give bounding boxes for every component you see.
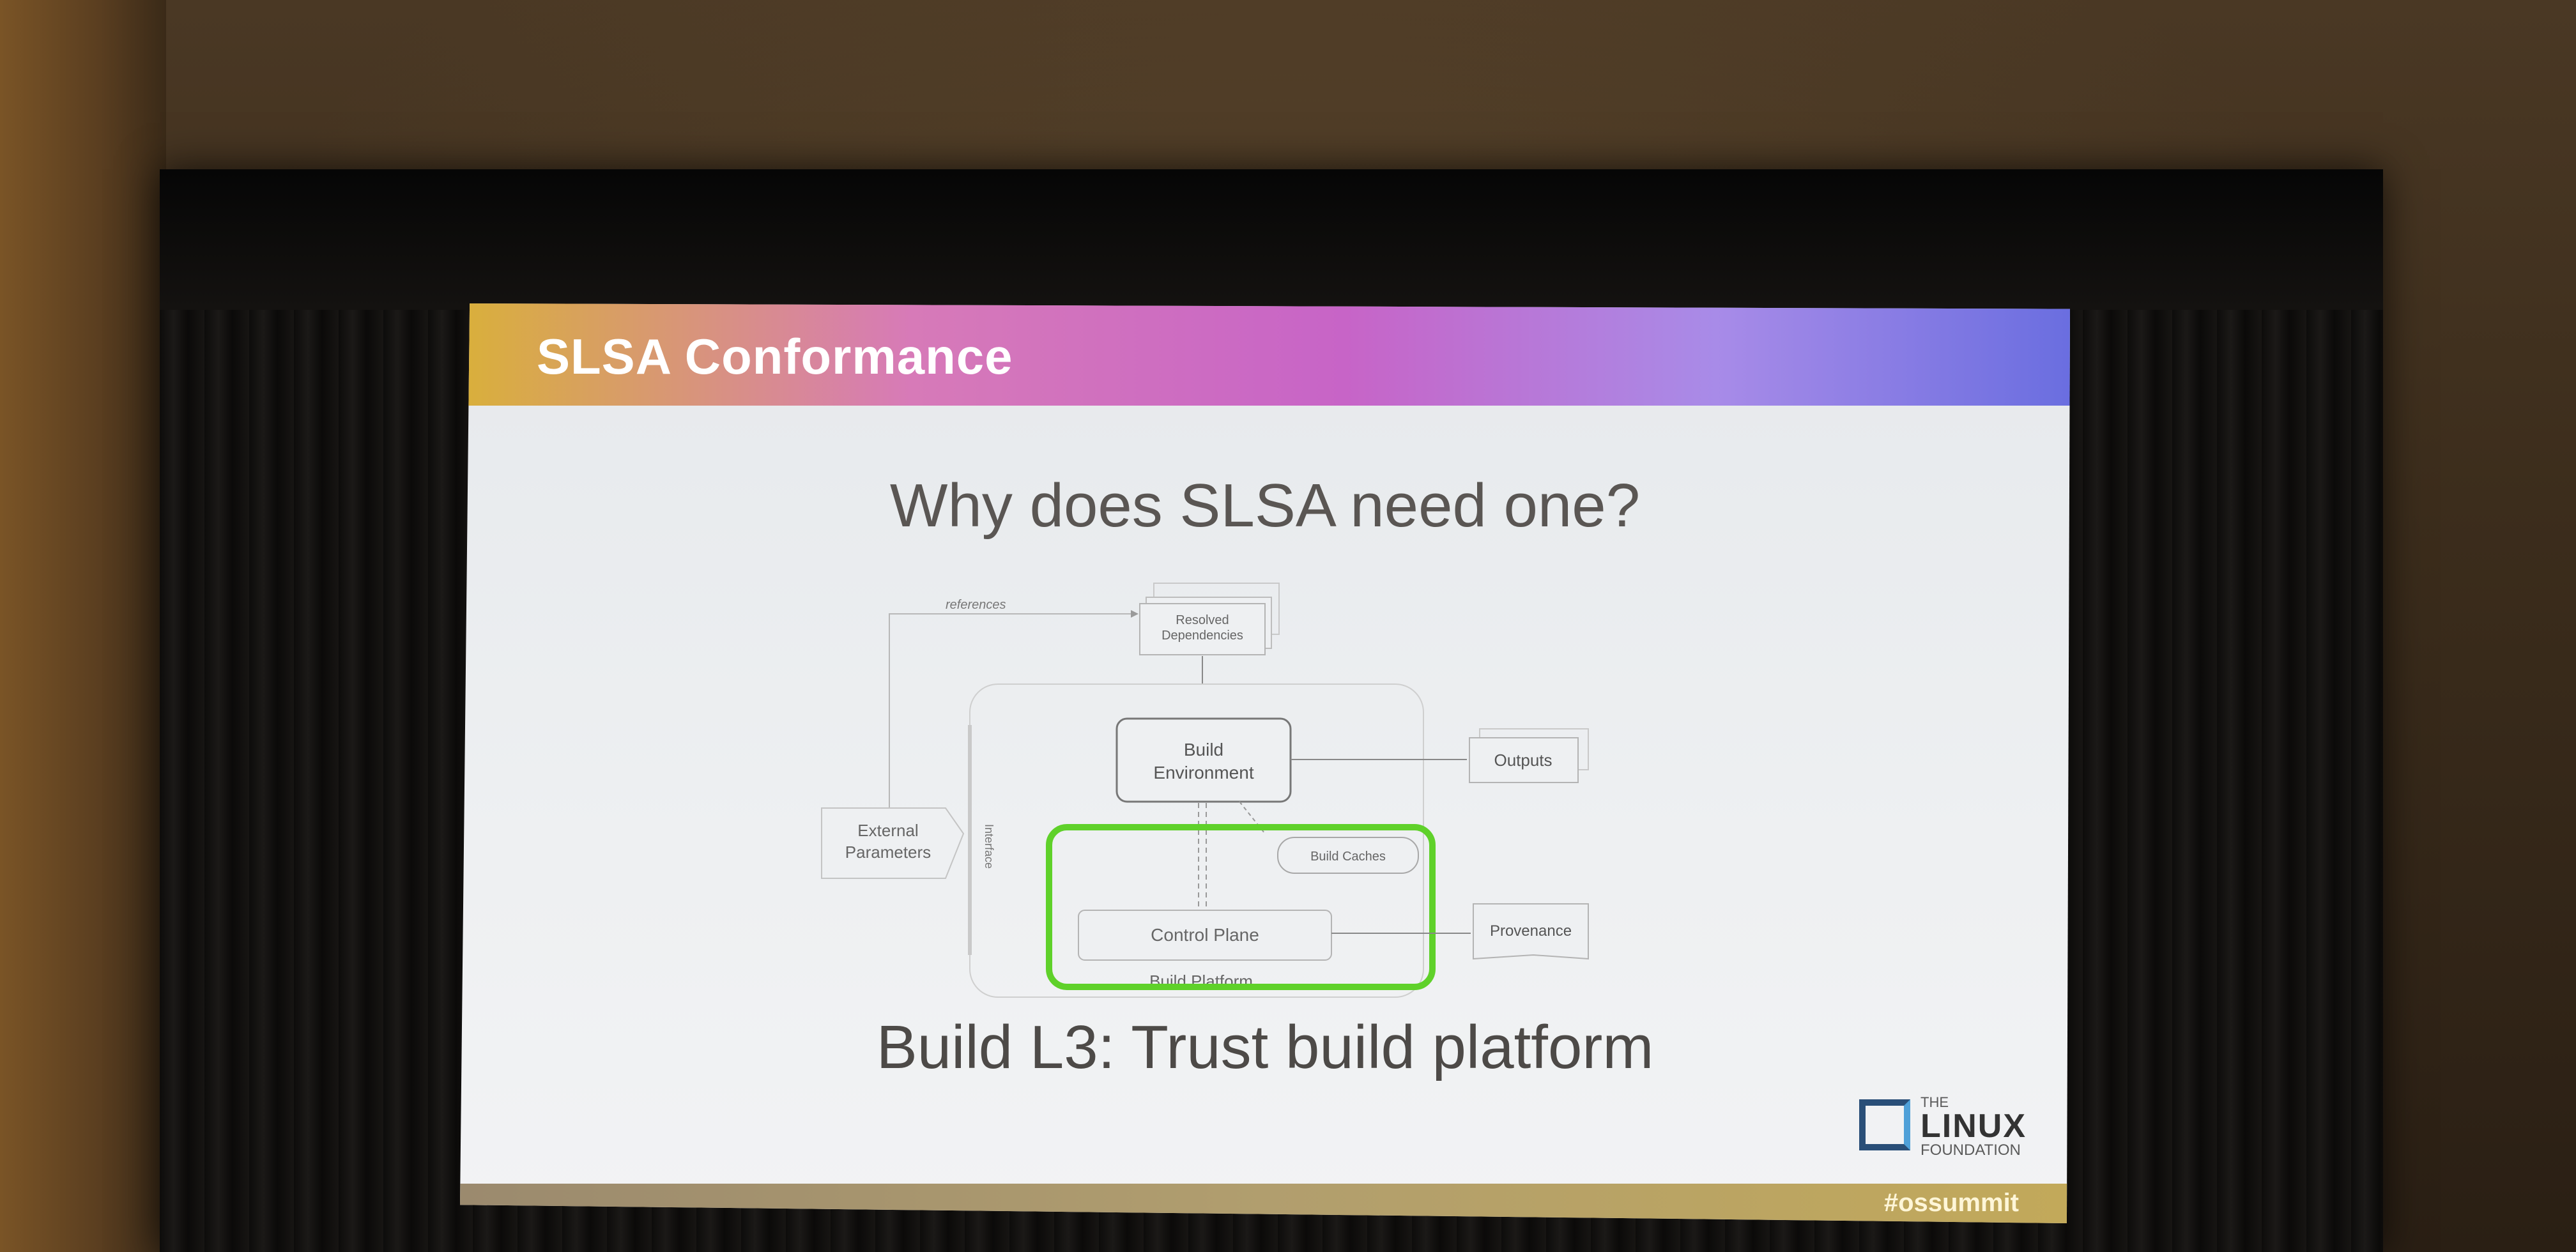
outputs-label: Outputs <box>1494 751 1552 770</box>
left-wall <box>0 0 166 1252</box>
curtain-valance <box>160 169 2383 310</box>
resolved-deps-label-1: Resolved <box>1176 613 1229 627</box>
event-hashtag: #ossummit <box>1883 1189 2019 1217</box>
build-environment-label-1: Build <box>1184 740 1223 760</box>
linux-foundation-logo: THE LINUX FOUNDATION <box>1859 1094 2027 1159</box>
references-arrowhead <box>1131 610 1138 618</box>
slide-heading: Why does SLSA need one? <box>889 471 1641 540</box>
resolved-deps-label-2: Dependencies <box>1162 629 1243 643</box>
slide-title-bar: SLSA Conformance <box>460 303 2070 406</box>
slsa-build-diagram: references Resolved Dependencies Build P… <box>821 583 1589 998</box>
resolved-deps-stack-1 <box>1139 603 1266 655</box>
provenance-label: Provenance <box>1490 922 1572 940</box>
references-arrow <box>889 613 1131 808</box>
external-parameters-label-2: Parameters <box>845 843 931 862</box>
outputs-box <box>1469 737 1579 783</box>
build-caches-label: Build Caches <box>1310 850 1386 864</box>
logo-linux: LINUX <box>1920 1108 2027 1145</box>
build-environment-box <box>1116 717 1292 803</box>
control-plane-box <box>1078 910 1332 961</box>
control-plane-label: Control Plane <box>1151 925 1259 945</box>
logo-the: THE <box>1920 1094 1949 1110</box>
build-environment-label-2: Environment <box>1153 763 1254 782</box>
external-parameters-box <box>821 807 965 879</box>
build-caches-box <box>1277 837 1419 874</box>
references-label: references <box>946 598 1006 612</box>
logo-foundation: FOUNDATION <box>1920 1141 2021 1159</box>
external-parameters-label-1: External <box>857 821 918 840</box>
build-l3-highlight <box>1046 824 1436 990</box>
projection-screen: SLSA Conformance Why does SLSA need one?… <box>460 303 2070 1223</box>
slide-title: SLSA Conformance <box>537 328 1013 385</box>
slide-subheading: Build L3: Trust build platform <box>876 1013 1654 1081</box>
linux-foundation-mark-icon <box>1859 1099 1910 1150</box>
provenance-box <box>1473 903 1589 960</box>
interface-label: Interface <box>983 824 995 869</box>
